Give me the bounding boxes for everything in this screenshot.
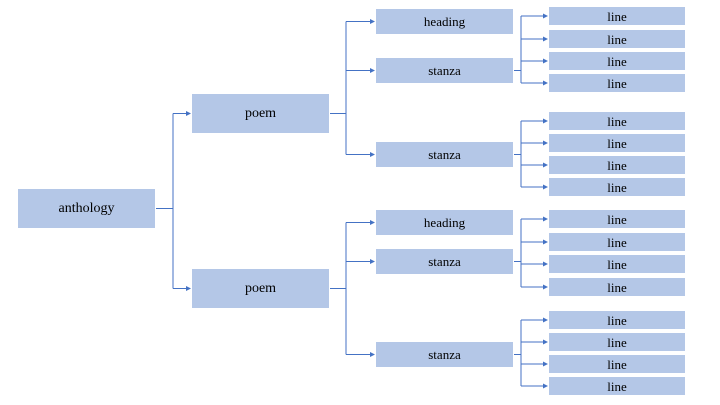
node-line: line [548, 332, 686, 352]
arrowhead [543, 80, 548, 86]
node-line: line [548, 29, 686, 49]
arrowhead [543, 339, 548, 345]
arrowhead [543, 284, 548, 290]
node-poem: poem [191, 268, 330, 309]
node-line: line [548, 354, 686, 374]
node-line: line [548, 73, 686, 93]
node-anthology: anthology [17, 188, 156, 229]
node-stanza: stanza [375, 248, 514, 275]
node-line: line [548, 133, 686, 153]
arrowhead [543, 58, 548, 64]
arrowhead [543, 216, 548, 222]
arrowhead [370, 68, 375, 73]
node-line: line [548, 155, 686, 175]
node-heading: heading [375, 8, 514, 35]
arrowhead [543, 162, 548, 168]
arrowhead [370, 19, 375, 24]
arrowhead [370, 259, 375, 264]
node-line: line [548, 254, 686, 274]
arrowhead [543, 118, 548, 124]
node-heading: heading [375, 209, 514, 236]
arrowhead [186, 286, 191, 291]
arrowhead [543, 239, 548, 245]
arrowhead [543, 383, 548, 389]
arrowhead [543, 184, 548, 190]
arrowhead [543, 140, 548, 146]
node-stanza: stanza [375, 57, 514, 84]
node-line: line [548, 51, 686, 71]
arrowhead [543, 36, 548, 42]
node-line: line [548, 111, 686, 131]
node-line: line [548, 376, 686, 396]
node-stanza: stanza [375, 341, 514, 368]
node-stanza: stanza [375, 141, 514, 168]
node-line: line [548, 310, 686, 330]
arrowhead [370, 152, 375, 157]
node-line: line [548, 209, 686, 229]
node-poem: poem [191, 93, 330, 134]
arrowhead [370, 352, 375, 357]
node-line: line [548, 6, 686, 26]
node-line: line [548, 277, 686, 297]
arrowhead [543, 361, 548, 367]
arrowhead [543, 317, 548, 323]
arrowhead [370, 220, 375, 225]
node-line: line [548, 232, 686, 252]
arrowhead [186, 111, 191, 116]
arrowhead [543, 13, 548, 19]
node-line: line [548, 177, 686, 197]
arrowhead [543, 261, 548, 267]
